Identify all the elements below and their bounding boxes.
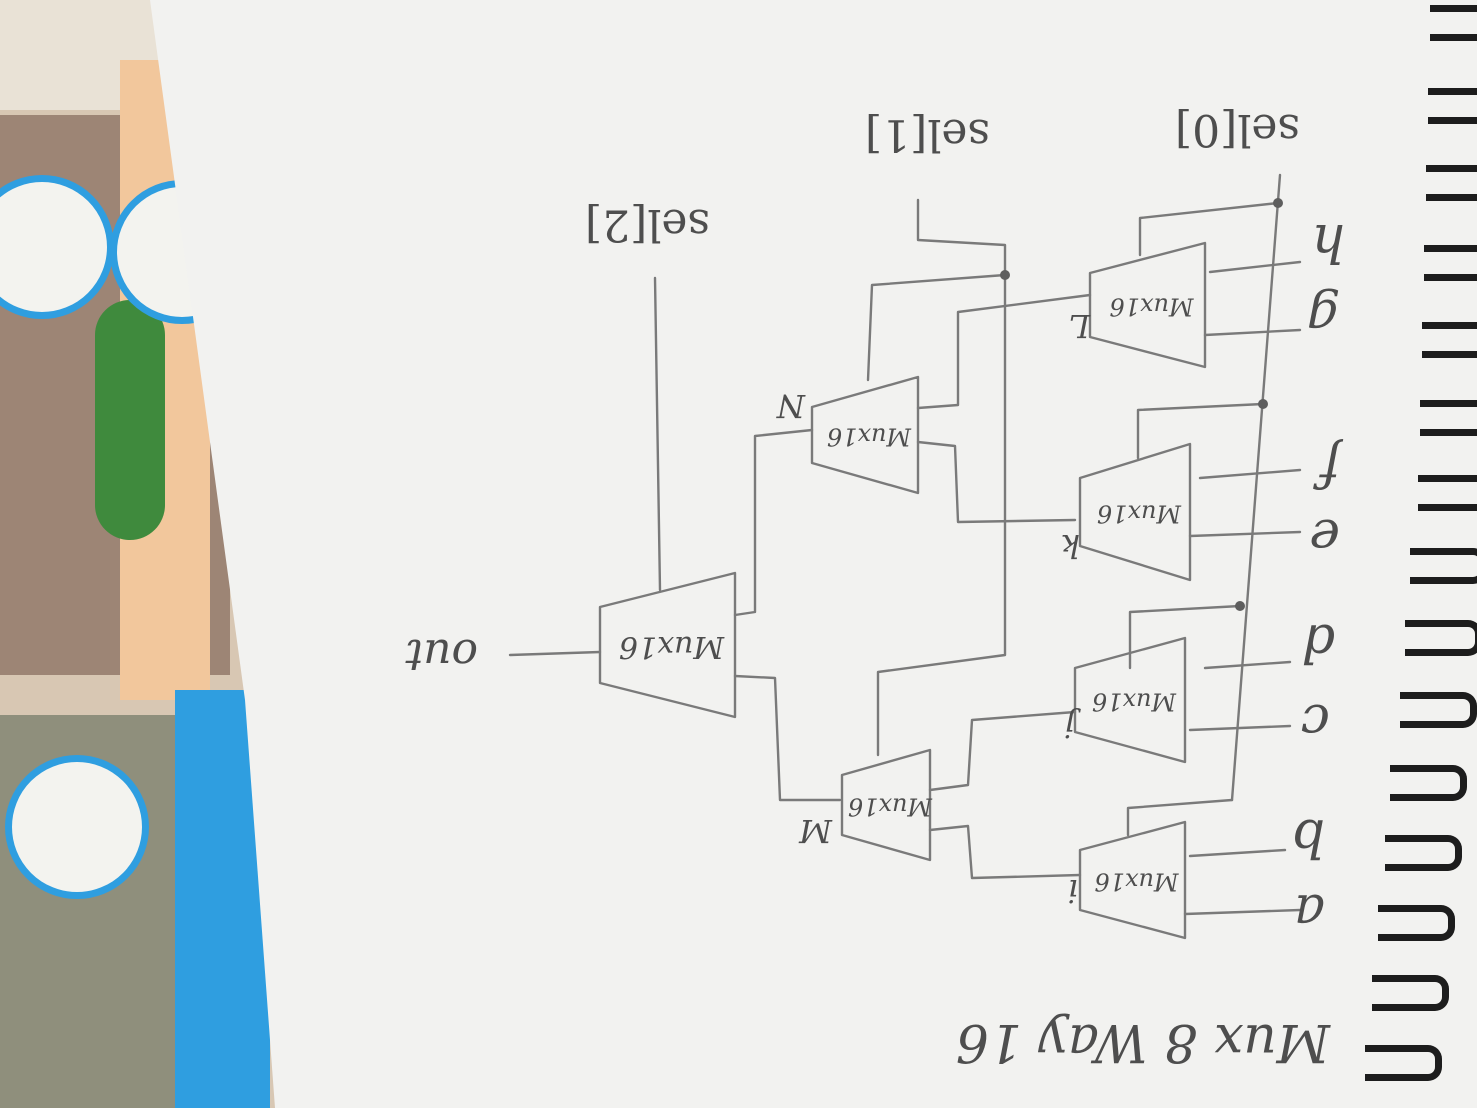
input-label-b: b: [1292, 807, 1325, 867]
output-label: out: [405, 629, 478, 680]
wire-label-k: k: [1061, 527, 1080, 565]
mux16-block: [598, 571, 737, 719]
mux16-block: [1078, 820, 1187, 940]
junction-dot: [1000, 270, 1010, 280]
select-label-sel0: sel[0]: [1175, 104, 1300, 155]
junction-dot: [1235, 601, 1245, 611]
select-label-sel2: sel[2]: [585, 199, 710, 250]
junction-dot: [1258, 399, 1268, 409]
wire-label-j: j: [1065, 707, 1081, 745]
mux16-block: [840, 748, 932, 862]
wire-label-L: L: [1069, 307, 1091, 345]
select-label-sel1: sel[1]: [865, 109, 990, 160]
junction-dots: [1000, 198, 1283, 611]
input-label-c: c: [1301, 692, 1330, 752]
mux16-block: [810, 375, 920, 495]
junction-dot: [1273, 198, 1283, 208]
mux16-label: Mux16: [1094, 868, 1179, 896]
cartoon-soldier-illustration: [95, 300, 165, 540]
mux16-label: Mux16: [1109, 293, 1194, 321]
notebook-page: [150, 0, 1477, 1108]
mux16-label: Mux16: [1097, 500, 1182, 528]
input-label-f: f: [1313, 437, 1344, 497]
wire-label-i: i: [1068, 872, 1078, 910]
input-label-e: e: [1309, 507, 1340, 567]
wire-label-N: N: [776, 387, 806, 425]
diagram-title: Mux 8 Way 16: [956, 1012, 1331, 1072]
mux16-label: Mux16: [1092, 688, 1177, 716]
book-circle-illustration: [5, 755, 149, 899]
mux16-block: [1073, 636, 1187, 764]
input-label-h: h: [1312, 212, 1346, 272]
mux16-block: [1088, 241, 1207, 369]
input-label-g: g: [1307, 287, 1340, 347]
wires: [508, 173, 1302, 916]
mux16-label: Mux16: [848, 793, 933, 821]
wire-label-M: M: [798, 812, 833, 850]
input-label-d: d: [1302, 612, 1335, 672]
mux16-block: [1078, 442, 1192, 582]
mux16-label: Mux16: [827, 423, 912, 451]
input-label-a: a: [1294, 882, 1325, 942]
mux16-label: Mux16: [619, 629, 725, 664]
